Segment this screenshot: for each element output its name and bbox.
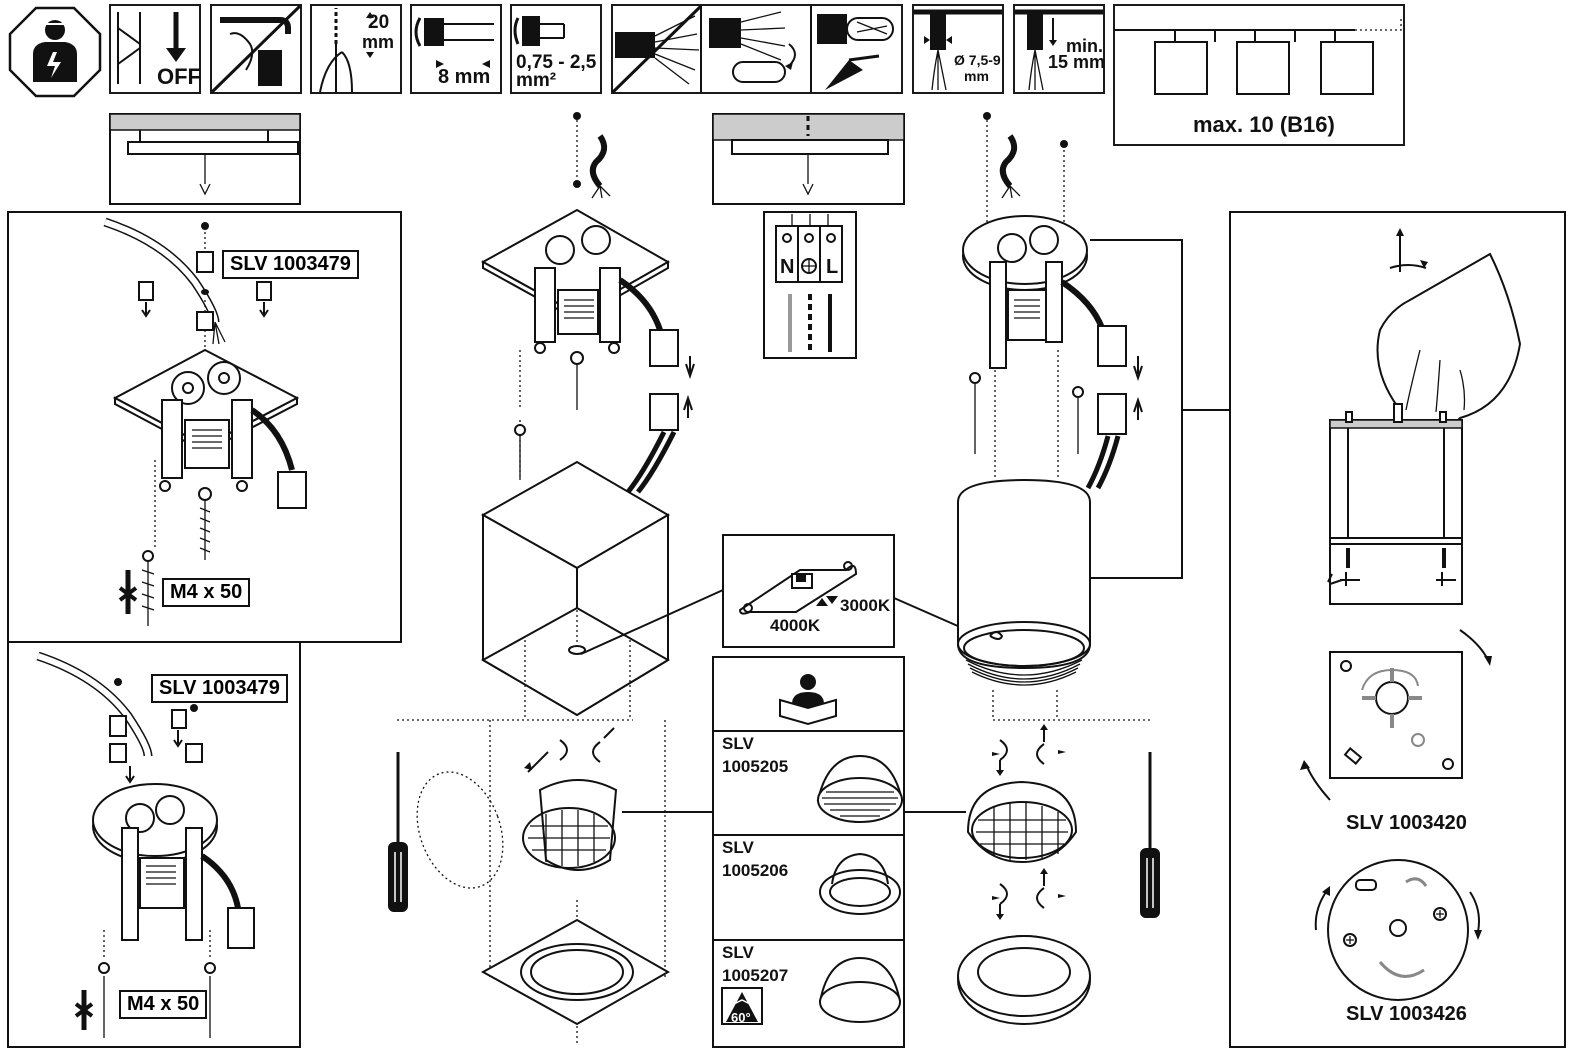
plate-round-label: SLV 1003426 (1346, 1003, 1467, 1025)
max-units-label: max. 10 (B16) (1193, 112, 1335, 137)
cross-section-value: 0,75 - 2,5 (516, 52, 597, 73)
power-off-icon-box (109, 4, 201, 94)
switch-3000k-label: 3000K (840, 596, 891, 615)
min-length-value: 15 mm (1048, 52, 1106, 72)
accessory-3-code: 1005207 (722, 966, 789, 985)
cable-diameter-box (912, 4, 1004, 94)
left-bottom-accessory-tag: SLV 1003479 (151, 674, 288, 703)
min-length-icon (1015, 9, 1103, 91)
insulation-strip-icon (414, 17, 494, 68)
accessory-2-code: 1005206 (722, 861, 789, 880)
daisy-chain-diagram (1115, 18, 1402, 95)
stranded-wire-forbidden-icon (611, 4, 894, 94)
wire-strip-icon (319, 8, 374, 93)
left-bottom-screw-tag: M4 x 50 (119, 990, 208, 1019)
cable-diameter-value: Ø 7,5-9 (954, 52, 1001, 68)
insulation-length: 8 mm (438, 66, 491, 88)
strip-length-unit: mm (362, 32, 395, 52)
cable-diameter-unit: mm (964, 68, 989, 84)
cross-section-unit: mm² (516, 70, 557, 91)
switch-off-icon (117, 12, 186, 84)
accessory-1-code: 1005205 (722, 757, 789, 776)
cable-diameter-icon (914, 9, 1002, 91)
terminal-l-label: L (826, 256, 839, 278)
left-top-accessory-tag: SLV 1003479 (222, 250, 359, 279)
switch-4000k-label: 4000K (770, 616, 821, 635)
electrician-icon (8, 6, 102, 98)
strip-length-box (310, 4, 402, 94)
min-length-prefix: min. (1066, 36, 1104, 56)
left-top-screw-tag: M4 x 50 (162, 578, 251, 607)
off-label: OFF (157, 64, 201, 89)
strip-length-value: 20 (368, 12, 390, 33)
accessory-3-brand: SLV (722, 943, 754, 962)
conductor-cross-section-icon (513, 16, 565, 46)
cable-cut-forbidden-icon (210, 4, 302, 94)
terminal-n-label: N (780, 256, 795, 278)
accessory-1-brand: SLV (722, 734, 754, 753)
plate-square-label: SLV 1003420 (1346, 812, 1467, 834)
accessory-2-brand: SLV (722, 838, 754, 857)
accessory-3-beam-angle: 60° (731, 1010, 751, 1025)
